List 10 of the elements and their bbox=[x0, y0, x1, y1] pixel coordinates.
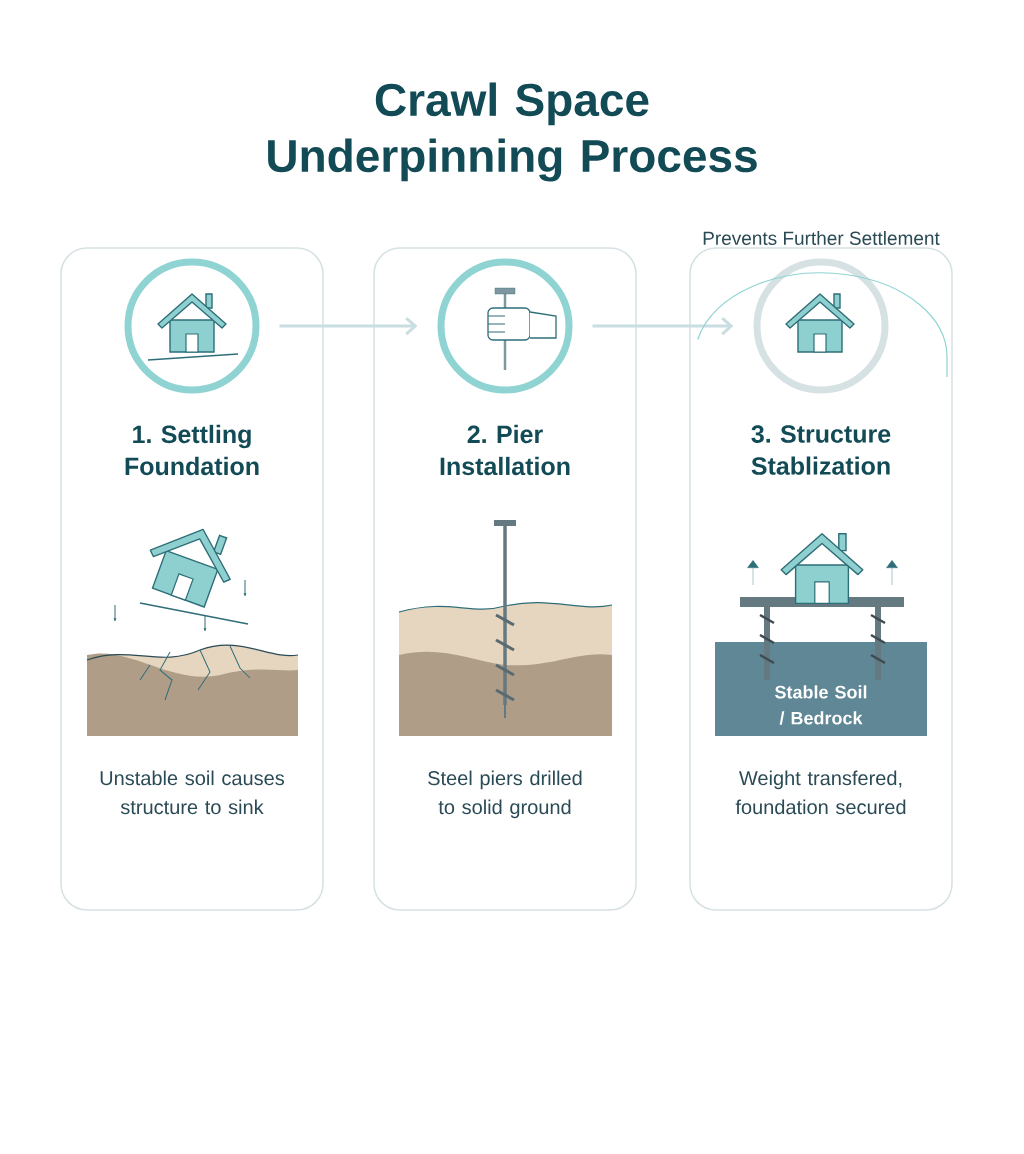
step-heading: 1. Settling Foundation bbox=[125, 424, 259, 476]
title: Crawl Space Underpinning Process bbox=[268, 82, 757, 182]
arrow bbox=[592, 316, 734, 336]
step-description: Weight transfered, foundation secured bbox=[735, 770, 906, 815]
step-heading: 3. Structure Stablization bbox=[751, 425, 891, 475]
step-description: Steel piers drilled to solid ground bbox=[428, 770, 582, 819]
arrow bbox=[279, 316, 418, 336]
step-description: Unstable soil causes structure to sink bbox=[100, 770, 285, 815]
layer-label: Stable Soil / Bedrock bbox=[775, 685, 867, 725]
step-heading: 2. Pier Installation bbox=[440, 424, 570, 476]
